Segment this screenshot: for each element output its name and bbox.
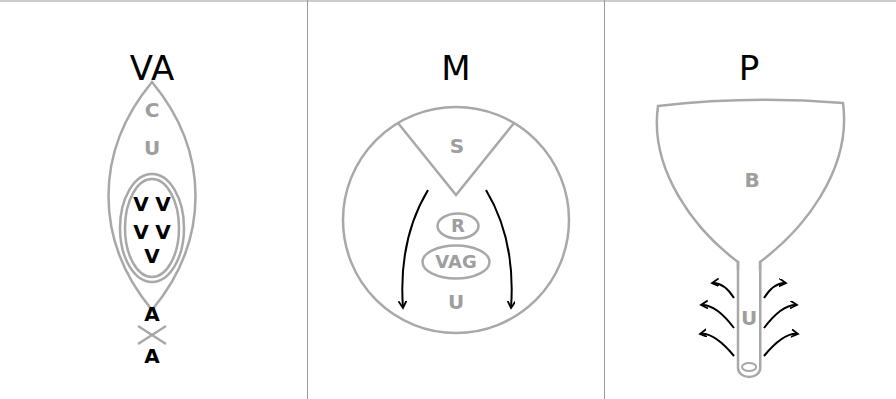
cross-mark xyxy=(138,326,166,344)
organ-letter: C xyxy=(145,100,160,120)
organ-letter: VAG xyxy=(435,253,476,271)
tube-opening xyxy=(742,363,756,371)
organ-letter: S xyxy=(450,136,464,156)
vulva-outline: CUVVVVV xyxy=(98,80,206,312)
organ-letter: U xyxy=(448,292,464,312)
bladder-outline: B xyxy=(655,98,845,270)
panel-divider xyxy=(307,0,308,399)
shape-outline xyxy=(397,120,515,196)
lens-outline xyxy=(109,82,196,310)
panel-divider xyxy=(604,0,605,399)
ring-outer xyxy=(120,174,184,282)
flow-arrow xyxy=(764,283,786,298)
anus-label: A xyxy=(144,346,159,366)
organ-letter: V xyxy=(144,246,159,266)
anus-label: A xyxy=(144,304,159,324)
panel-title: P xyxy=(739,51,760,85)
organ-letter: V xyxy=(133,194,148,214)
flow-arrow xyxy=(700,334,734,356)
circle-outline xyxy=(343,107,569,333)
organ-letter: V xyxy=(155,194,170,214)
frame-line xyxy=(0,1,896,2)
urethra-tube: U xyxy=(737,262,761,378)
perineum-circle: U S R VAG xyxy=(341,105,571,335)
organ-letter: V xyxy=(133,222,148,242)
organ-letter: V xyxy=(155,222,170,242)
flow-arrow xyxy=(764,305,797,328)
panel-title: M xyxy=(441,51,470,85)
sacrum-wedge: S xyxy=(397,120,515,196)
oval-outline xyxy=(438,214,479,239)
shape-outline xyxy=(118,172,186,284)
vaginal-opening-ring: VVVVV xyxy=(118,172,186,284)
vagina-oval: VAG xyxy=(421,244,491,280)
flow-arrow xyxy=(712,283,734,298)
rectum-oval: R xyxy=(436,212,480,240)
organ-letter: U xyxy=(741,308,757,328)
panel-title: VA xyxy=(130,51,174,85)
organ-letter: U xyxy=(144,138,160,158)
flow-arrow xyxy=(701,305,734,328)
bladder-outline xyxy=(657,100,844,270)
oval-outline xyxy=(423,246,490,279)
tube-outline xyxy=(738,262,760,377)
cross-mark xyxy=(138,326,166,344)
ring-inner xyxy=(125,179,179,277)
flow-arrow xyxy=(764,334,798,356)
organ-letter: B xyxy=(744,170,759,190)
flow-arrow xyxy=(486,190,512,308)
wedge-outline xyxy=(398,123,514,195)
flow-arrow xyxy=(402,190,428,308)
organ-letter: R xyxy=(451,217,465,235)
